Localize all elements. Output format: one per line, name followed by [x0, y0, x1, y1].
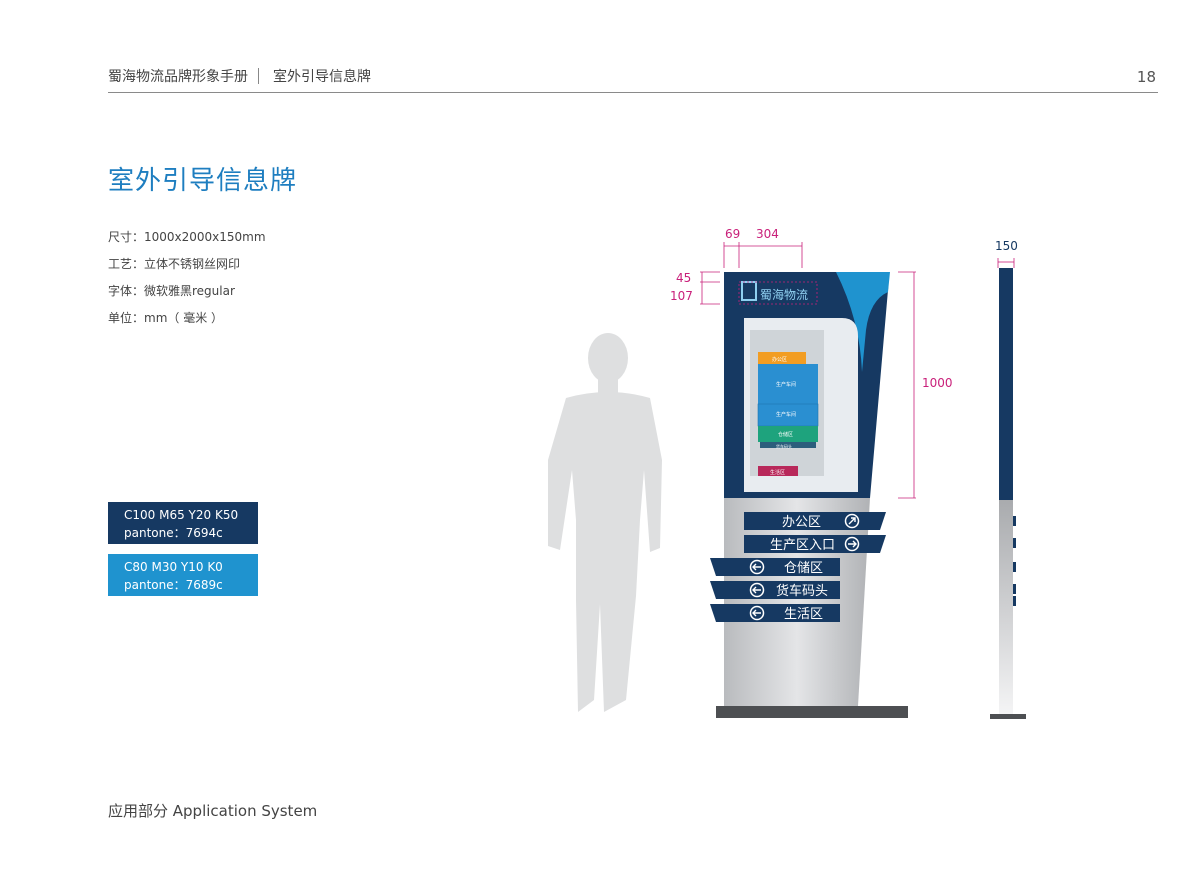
header-rule [108, 92, 1158, 93]
sign-base [716, 706, 908, 718]
direction-plate-office: 办公区 [744, 512, 886, 530]
svg-text:货车码头: 货车码头 [776, 583, 828, 599]
dim-107: 107 [670, 289, 693, 303]
svg-text:生产车间: 生产车间 [776, 411, 796, 418]
spec-list: 尺寸：1000x2000x150mm 工艺：立体不锈钢丝网印 字体：微软雅黑re… [108, 224, 266, 332]
svg-text:仓储区: 仓储区 [784, 561, 823, 576]
svg-text:办公区: 办公区 [782, 515, 821, 530]
spec-unit: 单位：mm（ 毫米 ） [108, 311, 224, 325]
spec-size: 尺寸：1000x2000x150mm [108, 230, 266, 244]
direction-plate-living: 生活区 [710, 604, 840, 622]
side-view-base [990, 714, 1026, 719]
svg-text:办公区: 办公区 [772, 356, 787, 363]
arrow-right-icon [844, 536, 860, 552]
swatch-pantone: pantone：7694c [124, 526, 223, 540]
header: 蜀海物流品牌形象手册 室外引导信息牌 [108, 66, 371, 86]
dimension-lines [700, 242, 1015, 499]
direction-plate-dock: 货车码头 [710, 581, 840, 599]
swatch-cmyk: C80 M30 Y10 K0 [124, 560, 223, 574]
brand-manual-title: 蜀海物流品牌形象手册 [108, 69, 248, 85]
arrow-up-right-icon [844, 513, 860, 529]
arrow-left-icon [749, 605, 765, 621]
svg-text:生活区: 生活区 [784, 607, 823, 622]
svg-text:生活区: 生活区 [770, 469, 785, 476]
dim-150: 150 [995, 239, 1018, 253]
footer-text: 应用部分 Application System [108, 802, 318, 820]
direction-plate-storage: 仓储区 [710, 558, 840, 576]
page-title: 室外引导信息牌 [108, 166, 298, 196]
side-view-post [999, 500, 1013, 714]
arrow-left-icon [749, 559, 765, 575]
section-title: 室外引导信息牌 [273, 69, 371, 85]
dim-304: 304 [756, 227, 779, 241]
page-number: 18 [1136, 68, 1156, 86]
color-swatch-dark-blue: C100 M65 Y20 K50 pantone：7694c [108, 502, 258, 544]
svg-text:生产车间: 生产车间 [776, 381, 796, 388]
direction-plate-production: 生产区入口 [744, 535, 886, 553]
dim-69: 69 [725, 227, 740, 241]
arrow-left-icon [749, 582, 765, 598]
sign-accent-band [836, 272, 890, 372]
swatch-cmyk: C100 M65 Y20 K50 [124, 508, 239, 522]
side-view-top [999, 268, 1013, 500]
dim-1000: 1000 [922, 376, 953, 390]
color-swatch-light-blue: C80 M30 Y10 K0 pantone：7689c [108, 554, 258, 596]
spec-font: 字体：微软雅黑regular [108, 284, 235, 298]
spec-process: 工艺：立体不锈钢丝网印 [108, 257, 241, 271]
dim-45: 45 [676, 271, 691, 285]
svg-text:仓储区: 仓储区 [778, 431, 793, 438]
sign-logo-text: 蜀海物流 [760, 287, 808, 302]
svg-text:货车码头: 货车码头 [776, 443, 792, 449]
svg-text:生产区入口: 生产区入口 [770, 538, 835, 553]
swatch-pantone: pantone：7689c [124, 578, 223, 592]
header-divider [258, 68, 259, 84]
human-silhouette [548, 333, 662, 712]
